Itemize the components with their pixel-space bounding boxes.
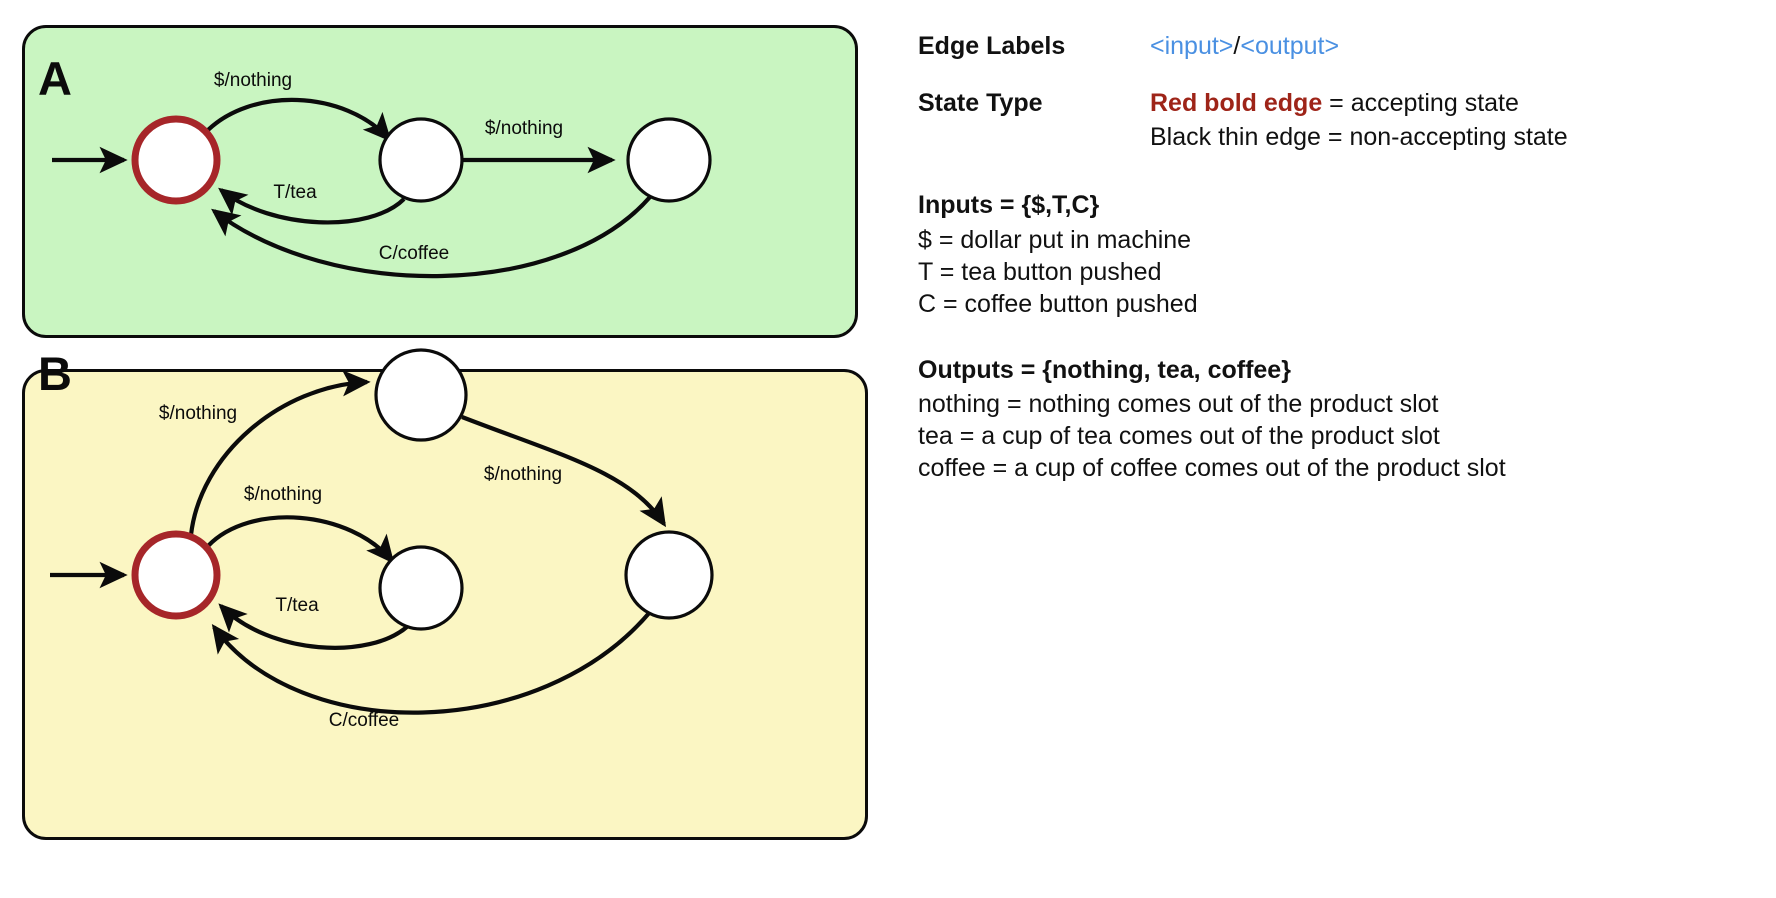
state-b2 — [374, 348, 468, 442]
state-b0-accepting — [131, 530, 221, 620]
state-b1 — [378, 545, 464, 631]
edge-labels-format: <input>/<output> — [1150, 30, 1339, 64]
outputs-block: Outputs = {nothing, tea, coffee} nothing… — [918, 354, 1758, 485]
state-type-term: State Type — [918, 88, 1043, 117]
state-machine-diagrams: $/nothing $/nothing T/tea C/coffee $/not… — [50, 70, 714, 731]
edge-label-a2-a0: C/coffee — [379, 243, 449, 264]
machine-b-graph: $/nothing $/nothing $/nothing T/tea C/co… — [50, 348, 714, 731]
inputs-line-tea: T = tea button pushed — [918, 257, 1162, 286]
edge-a1-to-a0 — [218, 187, 406, 225]
state-b3 — [624, 530, 714, 620]
outputs-title: Outputs = {nothing, tea, coffee} — [918, 355, 1291, 384]
state-a1 — [378, 117, 464, 203]
edge-b0-to-b2 — [188, 369, 371, 536]
state-type-lines: Red bold edge = accepting state Black th… — [1150, 86, 1568, 155]
legend-column: Edge Labels <input>/<output> State Type … — [918, 30, 1758, 484]
outputs-line-tea: tea = a cup of tea comes out of the prod… — [918, 422, 1440, 451]
state-type-row: State Type Red bold edge = accepting sta… — [918, 86, 1758, 155]
edge-a2-to-a0 — [211, 195, 652, 279]
edge-b0-to-b1 — [206, 515, 395, 564]
edge-b3-to-b0 — [211, 610, 652, 715]
state-a2 — [626, 117, 712, 203]
edge-label-b0-b1: $/nothing — [244, 484, 322, 505]
machine-a-graph: $/nothing $/nothing T/tea C/coffee — [52, 70, 712, 279]
edge-a0-to-a1 — [203, 97, 392, 142]
edge-label-b2-b3: $/nothing — [484, 464, 562, 485]
edge-label-a1-a2: $/nothing — [485, 118, 563, 139]
input-token: <input> — [1150, 32, 1234, 60]
edge-label-a1-a0: T/tea — [273, 182, 317, 203]
outputs-line-coffee: coffee = a cup of coffee comes out of th… — [918, 454, 1506, 483]
accepting-state-line: Red bold edge = accepting state — [1150, 86, 1568, 121]
inputs-line-dollar: $ = dollar put in machine — [918, 225, 1192, 254]
token-slash: / — [1233, 32, 1241, 60]
inputs-title: Inputs = {$,T,C} — [918, 190, 1100, 219]
edge-labels-row: Edge Labels <input>/<output> — [918, 30, 1758, 64]
inputs-line-coffee: C = coffee button pushed — [918, 289, 1198, 318]
edge-b1-to-b0 — [218, 603, 410, 650]
accepting-desc: = accepting state — [1322, 88, 1519, 117]
edge-labels-term: Edge Labels — [918, 32, 1066, 60]
machine-b-letter: B — [38, 347, 72, 400]
edge-b2-to-b3 — [461, 415, 667, 528]
non-accepting-state-line: Black thin edge = non-accepting state — [1150, 123, 1568, 152]
output-token: <output> — [1240, 32, 1340, 60]
edge-label-b1-b0: T/tea — [275, 595, 319, 616]
outputs-line-nothing: nothing = nothing comes out of the produ… — [918, 390, 1439, 419]
edge-label-a0-a1: $/nothing — [214, 70, 292, 91]
accepting-key: Red bold edge — [1150, 88, 1323, 117]
inputs-block: Inputs = {$,T,C} $ = dollar put in machi… — [918, 189, 1758, 320]
state-a0-accepting — [131, 115, 221, 205]
edge-label-b3-b0: C/coffee — [329, 710, 399, 731]
machine-a-letter: A — [38, 52, 72, 105]
edge-label-b0-b2: $/nothing — [159, 403, 237, 424]
